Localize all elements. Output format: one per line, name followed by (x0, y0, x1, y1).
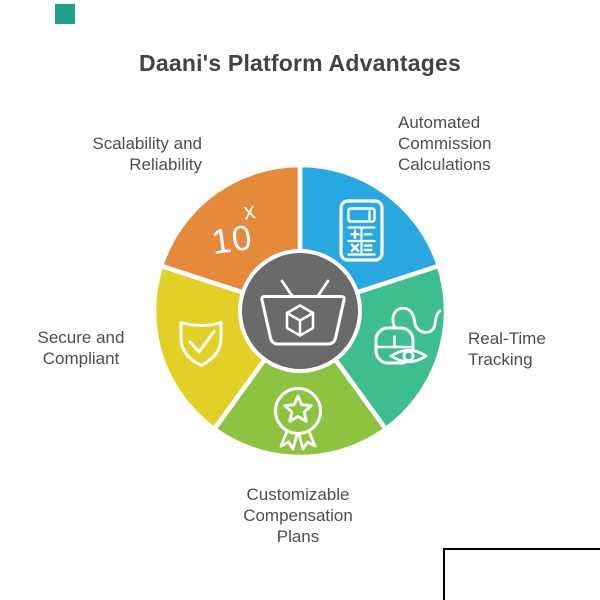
label-line: Compensation (243, 506, 353, 525)
calculator-body (339, 199, 384, 262)
product-cube-edges (285, 311, 315, 337)
ribbon-left (279, 427, 299, 451)
label-line: Tracking (468, 350, 533, 369)
ten-power-x-icon: 10 x (209, 197, 258, 262)
calculator-display (347, 207, 376, 223)
label-line: Plans (276, 527, 320, 546)
star-outline (283, 394, 313, 423)
shield-outline (179, 321, 223, 367)
award-rosette-icon (274, 387, 322, 451)
eye-pupil (402, 350, 415, 362)
label-line: Compliant (42, 349, 120, 368)
label-line: Real-Time (468, 329, 546, 348)
multiply-key (350, 243, 360, 253)
checkmark (188, 330, 216, 354)
label-line: Automated (398, 113, 481, 132)
calculator-icon (339, 199, 384, 262)
teal-square-decoration (55, 4, 75, 24)
page-title: Daani's Platform Advantages (139, 50, 461, 76)
medal-circle (274, 387, 322, 435)
label-line: Scalability and (92, 134, 202, 153)
label-secure-compliant: Secure and Compliant (20, 327, 142, 369)
shopping-basket-product-icon (260, 279, 346, 346)
label-line: Reliability (129, 155, 202, 174)
teal-square (55, 4, 75, 24)
center-circle (238, 249, 362, 373)
label-automated-commission-calculations: Automated Commission Calculations (398, 112, 492, 175)
mouse-eye-tracking-icon (374, 306, 442, 365)
basket-body (260, 295, 346, 346)
label-real-time-tracking: Real-Time Tracking (468, 328, 546, 370)
white-box-decoration (443, 548, 600, 600)
exponent-x-text: x (242, 197, 258, 224)
ribbon-right (297, 427, 317, 451)
calculator-button-grid (347, 226, 376, 256)
plus-key (350, 229, 360, 239)
label-scalability-reliability: Scalability and Reliability (0, 133, 202, 175)
label-line: Customizable (246, 485, 350, 504)
segment-customizable-compensation (211, 308, 389, 460)
mouse-cable (391, 306, 442, 334)
shield-check-icon (179, 321, 223, 367)
ten-text: 10 (209, 218, 255, 262)
label-line: Commission (398, 134, 492, 153)
wheel-center (238, 249, 362, 373)
basket-handles (280, 279, 330, 298)
equals-key (363, 244, 373, 252)
eye-outline (389, 348, 428, 364)
label-line: Calculations (398, 155, 491, 174)
label-line: Secure and (37, 328, 125, 347)
label-customizable-compensation-plans: Customizable Compensation Plans (223, 484, 373, 547)
